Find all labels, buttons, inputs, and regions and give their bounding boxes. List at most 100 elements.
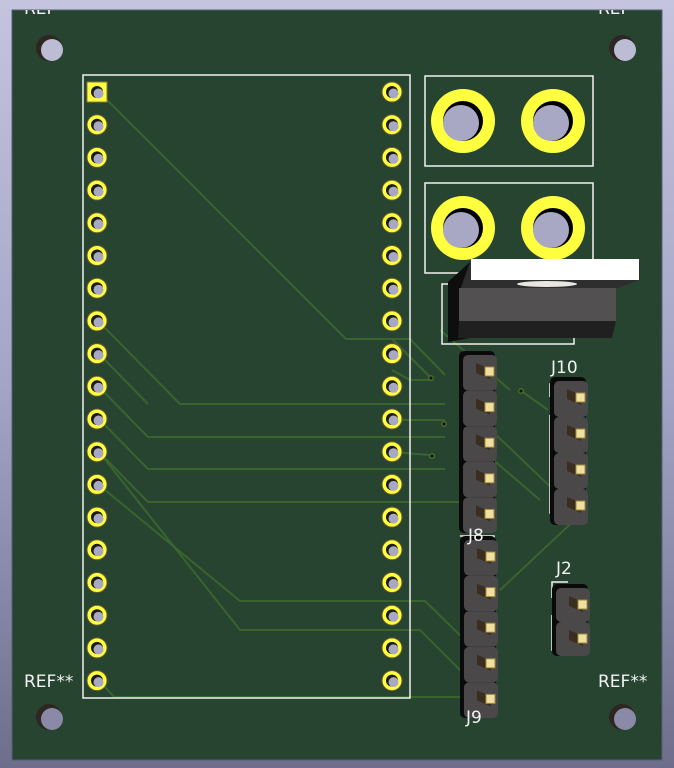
header-label-j2: J2 xyxy=(555,559,572,579)
dip-pin xyxy=(86,539,108,561)
mounting-hole-top-left xyxy=(36,35,63,61)
dip-pin xyxy=(381,343,403,365)
regulator-bottom-face xyxy=(458,321,616,338)
dip-pin xyxy=(86,604,108,626)
dip-pin xyxy=(381,604,403,626)
dip-pin xyxy=(381,212,403,234)
regulator-front-face xyxy=(459,288,616,323)
ref-label-top-left: REF xyxy=(24,0,56,19)
header-pin-tip xyxy=(485,622,496,633)
header-pin-tip xyxy=(485,551,496,562)
regulator-tab-hole xyxy=(517,281,577,287)
dip-pin xyxy=(381,637,403,659)
dip-pin xyxy=(381,375,403,397)
header-label-j10: J10 xyxy=(550,358,578,378)
mounting-hole-bottom-right xyxy=(609,704,636,730)
dip-pin xyxy=(381,473,403,495)
header-pin-tip xyxy=(484,366,495,377)
trace xyxy=(98,451,471,681)
trace xyxy=(98,484,471,646)
dip-pin xyxy=(381,81,403,103)
header-pin-tip xyxy=(575,500,586,511)
header-pin-tip xyxy=(577,633,588,644)
header-pin-tip xyxy=(575,428,586,439)
terminal-pads xyxy=(431,89,585,260)
header-pin-tip xyxy=(485,658,496,669)
power-terminal-1[interactable] xyxy=(424,75,594,167)
via xyxy=(518,388,524,394)
ref-label-bottom-left: REF** xyxy=(24,672,73,692)
dip-pin xyxy=(381,114,403,136)
trace xyxy=(98,353,149,405)
header-j8[interactable] xyxy=(459,351,497,533)
ref-label-top-right: REF xyxy=(598,0,630,19)
header-pin-tip xyxy=(575,464,586,475)
header-label-j8: J8 xyxy=(467,526,484,546)
dip-pin xyxy=(86,81,108,103)
dip-pin xyxy=(381,670,403,692)
dip-pin xyxy=(86,572,108,593)
dip-pin xyxy=(86,670,108,692)
dip-pin xyxy=(381,179,403,201)
header-pin-tip xyxy=(484,473,495,484)
dip-pin xyxy=(86,637,108,659)
header-label-j9: J9 xyxy=(465,708,482,728)
dip-pin xyxy=(86,506,108,528)
dip-pin xyxy=(86,343,108,365)
header-j2[interactable] xyxy=(551,581,590,656)
copper-traces xyxy=(98,91,582,698)
terminal-pad xyxy=(431,196,495,260)
dip-pin xyxy=(86,473,108,495)
terminal-pad xyxy=(521,196,585,260)
trace xyxy=(98,451,470,503)
dip-pin xyxy=(86,146,108,168)
header-pin-tip xyxy=(484,437,495,448)
dip-pin xyxy=(86,441,108,463)
header-pin-tip xyxy=(485,693,496,704)
via xyxy=(441,421,447,427)
trace xyxy=(98,91,446,376)
dip-pin xyxy=(381,245,403,266)
dip-module-outline xyxy=(82,74,411,699)
pin-headers xyxy=(459,351,590,718)
header-j9[interactable] xyxy=(460,535,498,718)
dip-pin xyxy=(381,277,403,299)
dip-module-pins xyxy=(86,81,403,692)
via xyxy=(429,453,435,459)
mounting-hole-bottom-left xyxy=(36,704,63,730)
header-j10[interactable] xyxy=(549,377,588,525)
via xyxy=(428,375,434,381)
dip-pin xyxy=(86,179,108,201)
header-pin-tip xyxy=(577,599,588,610)
dip-pin xyxy=(381,310,403,332)
vias xyxy=(428,375,524,459)
mounting-holes xyxy=(36,35,636,730)
dip-pin xyxy=(86,245,108,266)
header-pin-tip xyxy=(575,392,586,403)
dip-pin xyxy=(86,212,108,234)
header-pin-tip xyxy=(484,508,495,519)
trace xyxy=(98,418,445,470)
mounting-hole-top-right xyxy=(609,35,636,61)
dip-pin xyxy=(86,375,108,397)
terminal-outline xyxy=(424,75,594,167)
dip-pin xyxy=(86,277,108,299)
header-pin-tip xyxy=(484,402,495,413)
dip-pin xyxy=(86,310,108,332)
dip-pin xyxy=(381,441,403,463)
voltage-regulator[interactable] xyxy=(441,259,640,345)
trace xyxy=(98,386,445,438)
dip-pin xyxy=(86,114,108,136)
trace xyxy=(98,321,445,405)
dip-pin xyxy=(381,408,403,430)
terminal-pad xyxy=(431,89,495,153)
header-pin-tip xyxy=(485,587,496,598)
trace xyxy=(519,389,549,411)
dip-pin xyxy=(381,146,403,168)
regulator-tab xyxy=(471,259,639,280)
dip-pin xyxy=(381,539,403,561)
dip-pin xyxy=(86,408,108,430)
dip-pin xyxy=(381,506,403,528)
dip-pin xyxy=(381,572,403,593)
